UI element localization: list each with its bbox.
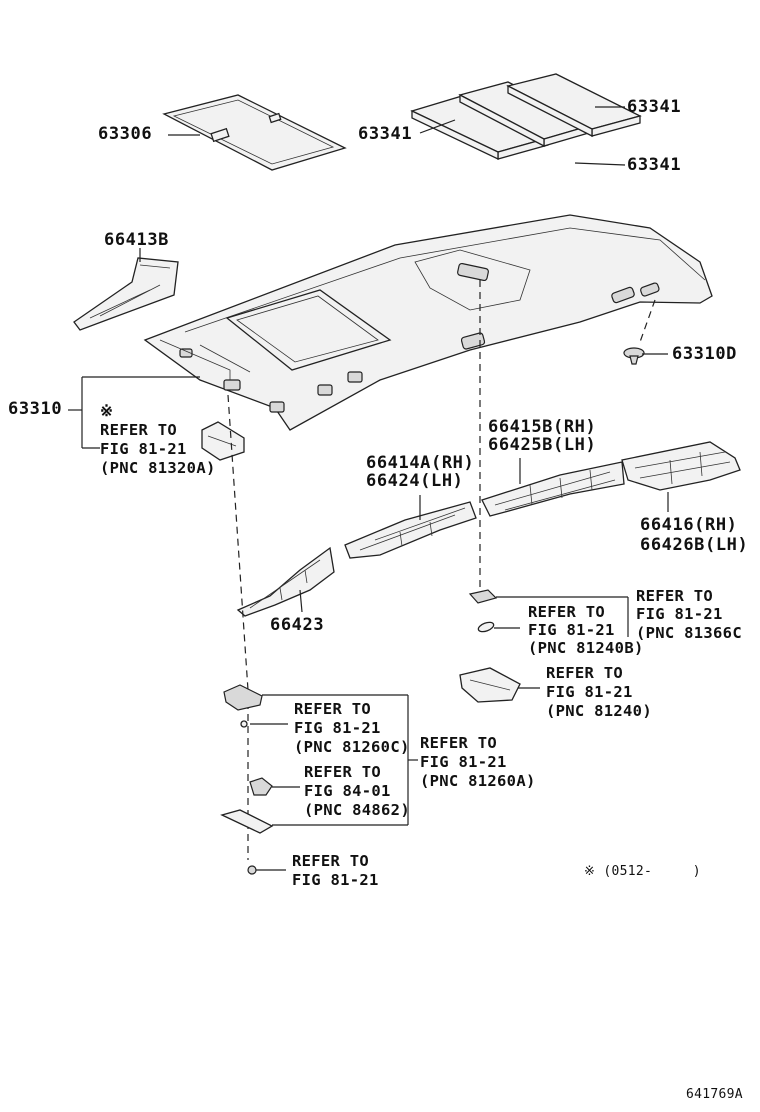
note-mark: ※ (100, 402, 114, 420)
part-lamp-81260C (223, 684, 263, 711)
part-lamp-81240 (459, 667, 521, 703)
refer-84862-line3: (PNC 84862) (304, 801, 410, 819)
part-66416-pad (621, 441, 741, 491)
date-note: ※ (0512- ) (584, 864, 701, 879)
refer-81320A-line3: (PNC 81320A) (100, 459, 216, 477)
dashed-left-axis (227, 394, 249, 691)
refer-bottom-line2: FIG 81-21 (292, 871, 379, 889)
refer-81240B-line1: REFER TO (528, 603, 606, 621)
part-lamp-81366C (468, 589, 498, 604)
label-63310: 63310 (8, 399, 63, 419)
leader-63341-left (419, 119, 456, 134)
label-66426B-lh: 66426B(LH) (640, 535, 749, 555)
refer-81260A-line1: REFER TO (420, 734, 498, 752)
refer-81260C-line1: REFER TO (294, 700, 372, 718)
refer-81240-line2: FIG 81-21 (546, 683, 633, 701)
part-63310D-clip (623, 347, 645, 365)
refer-81366C-line1: REFER TO (636, 587, 714, 605)
label-66423: 66423 (270, 615, 325, 635)
part-lens (220, 809, 274, 834)
refer-81240B-line2: FIG 81-21 (528, 621, 615, 639)
leader-63341-bottom (574, 162, 626, 166)
label-66425B-lh: 66425B(LH) (488, 435, 597, 455)
label-66413B: 66413B (104, 230, 170, 250)
refer-81320A-line1: REFER TO (100, 421, 178, 439)
part-bulb-81240B (477, 621, 495, 633)
part-63306-sunroof-panel (162, 94, 347, 171)
figure-id: 641769A (686, 1087, 743, 1102)
part-63341-pad-right (506, 73, 642, 138)
part-63341-pad-middle (458, 81, 594, 148)
leader-66423 (299, 589, 303, 613)
refer-81260C-line2: FIG 81-21 (294, 719, 381, 737)
refer-81366C-line2: FIG 81-21 (636, 605, 723, 623)
refer-81260A-line2: FIG 81-21 (420, 753, 507, 771)
part-66423-pad (236, 546, 335, 617)
refer-81320A-line2: FIG 81-21 (100, 440, 187, 458)
part-66414A-pad (344, 501, 477, 559)
refer-84862-line1: REFER TO (304, 763, 382, 781)
refer-81240B-line3: (PNC 81240B) (528, 639, 644, 657)
part-63310-headliner (143, 214, 713, 431)
refer-bottom-line1: REFER TO (292, 852, 370, 870)
part-66415B-pad (481, 461, 625, 517)
label-66414A-rh: 66414A(RH) (366, 453, 475, 473)
part-bulb-81260C (240, 720, 248, 728)
label-63310D: 63310D (672, 344, 738, 364)
label-66415B-rh: 66415B(RH) (488, 417, 597, 437)
label-66416-rh: 66416(RH) (640, 515, 738, 535)
refer-81240-line1: REFER TO (546, 664, 624, 682)
refer-84862-line2: FIG 84-01 (304, 782, 391, 800)
label-63341-left: 63341 (358, 124, 413, 144)
refer-81260A-line3: (PNC 81260A) (420, 772, 536, 790)
label-63306: 63306 (98, 124, 153, 144)
label-63341-right-bottom: 63341 (627, 155, 682, 175)
part-63341-pad-left (410, 95, 550, 161)
part-clip-81320A (201, 421, 245, 461)
dashed-63310D (639, 299, 656, 343)
refer-81240-line3: (PNC 81240) (546, 702, 652, 720)
part-screw-bottom (247, 865, 257, 875)
refer-81366C-line3: (PNC 81366C (636, 624, 742, 642)
label-66424-lh: 66424(LH) (366, 471, 464, 491)
part-66413B-pad (73, 257, 179, 331)
label-63341-right-top: 63341 (627, 97, 682, 117)
part-switch-84862 (249, 777, 273, 796)
refer-81260C-line3: (PNC 81260C) (294, 738, 410, 756)
